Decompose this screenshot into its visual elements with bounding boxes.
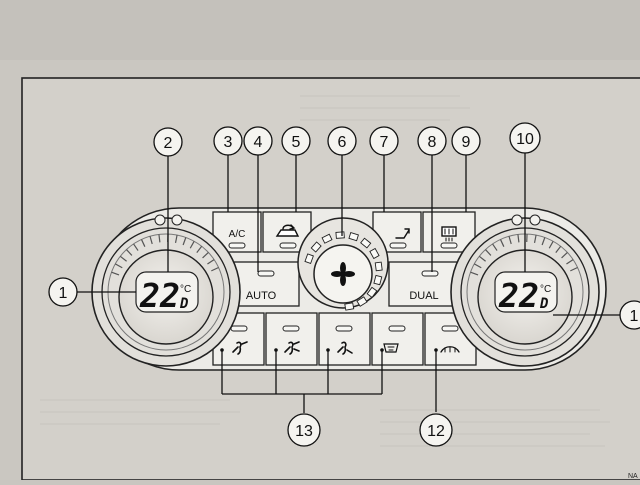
left-auto-indicator-mark: D	[179, 296, 188, 312]
left-temperature-unit: °C	[180, 284, 191, 295]
callout-8: 8	[428, 134, 437, 151]
paper-top-band	[0, 0, 640, 60]
right-temperature-value: 22	[498, 276, 539, 315]
callout-2: 2	[164, 135, 173, 152]
callout-9: 9	[462, 134, 471, 151]
callout-6: 6	[338, 134, 347, 151]
left-temperature-value: 22	[139, 276, 180, 315]
callout-12: 12	[427, 423, 445, 440]
auto-button-label: AUTO	[246, 290, 277, 302]
vent-mode-face-feet-button[interactable]	[266, 313, 317, 365]
fan-speed-segment	[336, 232, 344, 239]
fan-speed-segment	[375, 262, 382, 271]
callout-7: 7	[380, 134, 389, 151]
callout-1-right: 1	[630, 308, 639, 325]
right-auto-indicator-mark: D	[539, 296, 548, 312]
callout-5: 5	[292, 134, 301, 151]
callout-13: 13	[295, 423, 313, 440]
callout-3: 3	[224, 134, 233, 151]
right-temperature-unit: °C	[540, 284, 551, 295]
vent-mode-feet-button[interactable]	[319, 313, 370, 365]
fan-speed-segment	[345, 303, 354, 310]
callout-4: 4	[254, 134, 263, 151]
corner-page-code: NA	[628, 473, 638, 480]
dual-button-label: DUAL	[409, 290, 438, 302]
callout-10: 10	[516, 131, 534, 148]
vent-mode-feet-defrost-button[interactable]	[372, 313, 423, 365]
callout-1-left: 1	[59, 285, 68, 302]
ac-button-label: A/C	[229, 229, 246, 240]
